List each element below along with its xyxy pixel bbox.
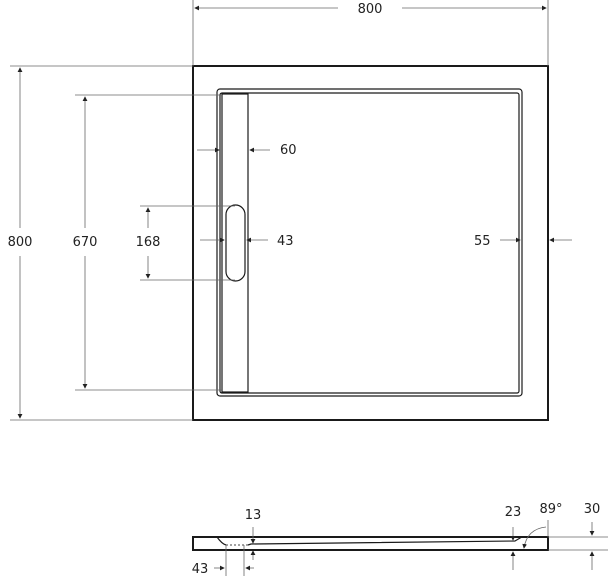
total-height-label: 30: [584, 502, 601, 517]
inner-rim-outer: [216, 88, 523, 397]
width-label: 800: [358, 2, 383, 17]
channel-width-label: 60: [280, 143, 297, 158]
edge-angle-label: 89°: [539, 502, 562, 517]
drain-slot: [225, 204, 246, 282]
rim-width-label: 55: [474, 234, 491, 249]
dim-channel-width: 60: [197, 143, 297, 158]
depth-label: 800: [8, 235, 33, 250]
slot-width-label: 43: [277, 234, 294, 249]
plan-view: [192, 65, 549, 421]
slope-depth-label: 23: [505, 505, 522, 520]
tray-outline: [192, 65, 549, 421]
inner-length-label: 670: [73, 235, 98, 250]
dim-rim-width: 55: [474, 234, 572, 249]
dim-slot-length: 168: [136, 205, 235, 281]
dim-depth: 800: [8, 65, 193, 421]
dim-inner-length: 670: [73, 94, 222, 391]
dim-width: 800: [192, 0, 549, 66]
slot-length-label: 168: [136, 235, 161, 250]
inner-rim-inner: [219, 92, 520, 394]
drain-offset-label: 43: [192, 562, 209, 576]
drain-depth-label: 13: [245, 508, 262, 523]
section-outline: [192, 536, 549, 551]
section-view: 13 23 89° 30 43: [192, 502, 608, 576]
drain-channel: [221, 93, 249, 393]
dim-slot-width: 43: [200, 234, 294, 249]
